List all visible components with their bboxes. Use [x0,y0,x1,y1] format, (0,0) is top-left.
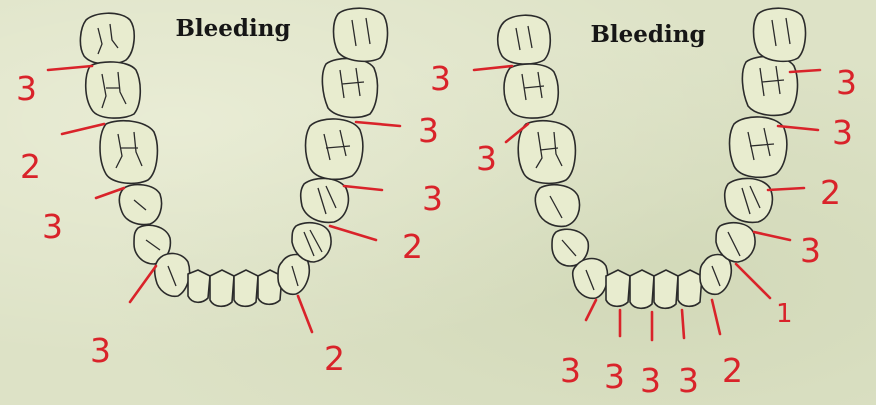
right-arch-tooth [573,259,608,299]
right-score: 3 [678,361,699,400]
left-score: 2 [324,339,345,378]
left-arch-tooth [188,270,210,302]
right-score: 3 [640,361,661,400]
right-score: 1 [776,299,793,329]
right-arch-tooth [498,15,551,64]
left-arch-tooth [306,119,363,179]
right-arch: Bleeding [430,8,857,400]
right-title: Bleeding [590,21,705,48]
right-score: 3 [560,351,581,390]
left-arch: Bleeding [16,8,443,378]
left-score: 3 [42,207,63,246]
left-arch-tooth [210,270,234,306]
left-score: 3 [16,69,37,108]
left-arch-tooth [86,62,141,118]
right-arch-tooth [630,270,654,308]
right-score: 2 [722,351,743,390]
right-score: 3 [832,113,853,152]
left-title: Bleeding [175,15,290,42]
left-score: 3 [422,179,443,218]
right-score: 3 [476,139,497,178]
right-arch-tooth [742,56,797,115]
right-score: 2 [820,173,841,212]
right-arch-tooth [518,121,575,184]
right-arch-tooth [606,270,630,306]
left-arch-tooth [334,8,388,61]
left-arch-tooth [234,270,258,306]
left-arch-tooth [100,121,157,184]
left-arch-tooth [80,13,134,64]
right-score: 3 [836,63,857,102]
left-arch-tooth [322,58,377,117]
right-arch-tooth [678,270,702,306]
left-score: 2 [20,147,41,186]
left-score: 2 [402,227,423,266]
right-score: 3 [430,59,451,98]
right-arch-tooth [725,178,773,222]
right-arch-tooth [535,185,579,227]
right-score: 3 [604,357,625,396]
left-arch-tooth [301,178,349,222]
right-score: 3 [800,231,821,270]
right-arch-tooth [654,270,678,308]
left-score: 3 [418,111,439,150]
right-arch-tooth [754,8,806,61]
left-score: 3 [90,331,111,370]
right-arch-tooth [504,64,558,118]
